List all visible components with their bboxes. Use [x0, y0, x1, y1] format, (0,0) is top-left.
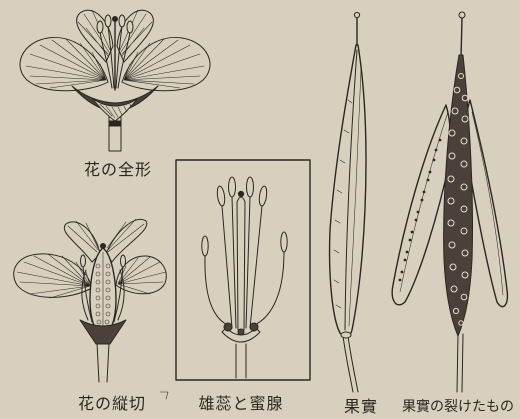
stigma	[238, 191, 243, 196]
fruit-beak-tip	[354, 12, 359, 17]
short-stamen-left-filament	[205, 256, 230, 326]
stigma	[101, 244, 106, 249]
fruit-base	[341, 332, 351, 338]
anther	[97, 21, 103, 33]
stalk	[97, 343, 109, 382]
split-fruit-figure	[392, 12, 507, 392]
fruit-figure	[330, 12, 366, 392]
stalk	[236, 344, 246, 378]
anther	[281, 232, 287, 252]
long-stamen-filament	[222, 206, 232, 328]
flower-whole-figure	[20, 10, 210, 151]
pedicel-band	[109, 121, 121, 126]
fruit-stalk	[343, 336, 358, 392]
anther	[81, 255, 86, 267]
anther	[121, 255, 126, 267]
flower-section-caption: 花の縦切	[72, 395, 152, 413]
anther	[119, 15, 125, 27]
anther	[247, 177, 254, 197]
long-stamen-filament	[246, 197, 250, 328]
stamens-nectaries-figure	[176, 160, 310, 380]
pistil	[237, 197, 245, 330]
flower-section-figure	[14, 219, 167, 382]
fruit-stalk	[457, 334, 463, 392]
stigma	[113, 17, 118, 22]
long-stamen-filament	[250, 206, 262, 328]
fruit-caption: 果實	[336, 398, 386, 416]
fruit-beak	[461, 18, 462, 58]
split-fruit-caption: 果實の裂けたもの	[398, 398, 518, 416]
anther	[127, 21, 133, 33]
flower-whole-caption: 花の全形	[78, 161, 158, 179]
long-stamen-filament	[232, 197, 236, 328]
fruit-beak-tip	[459, 12, 465, 18]
stamens-nectaries-caption: 雄蕊と蜜腺	[186, 395, 296, 413]
nectary	[224, 323, 232, 331]
nectary	[238, 329, 244, 335]
anther	[258, 186, 268, 207]
fruit-pod	[330, 45, 366, 336]
nectary	[250, 323, 258, 331]
valve-left	[392, 105, 451, 305]
anther	[105, 15, 111, 27]
print-mark	[160, 392, 168, 399]
anther	[202, 236, 208, 256]
anther	[229, 177, 236, 197]
anther	[216, 186, 226, 207]
